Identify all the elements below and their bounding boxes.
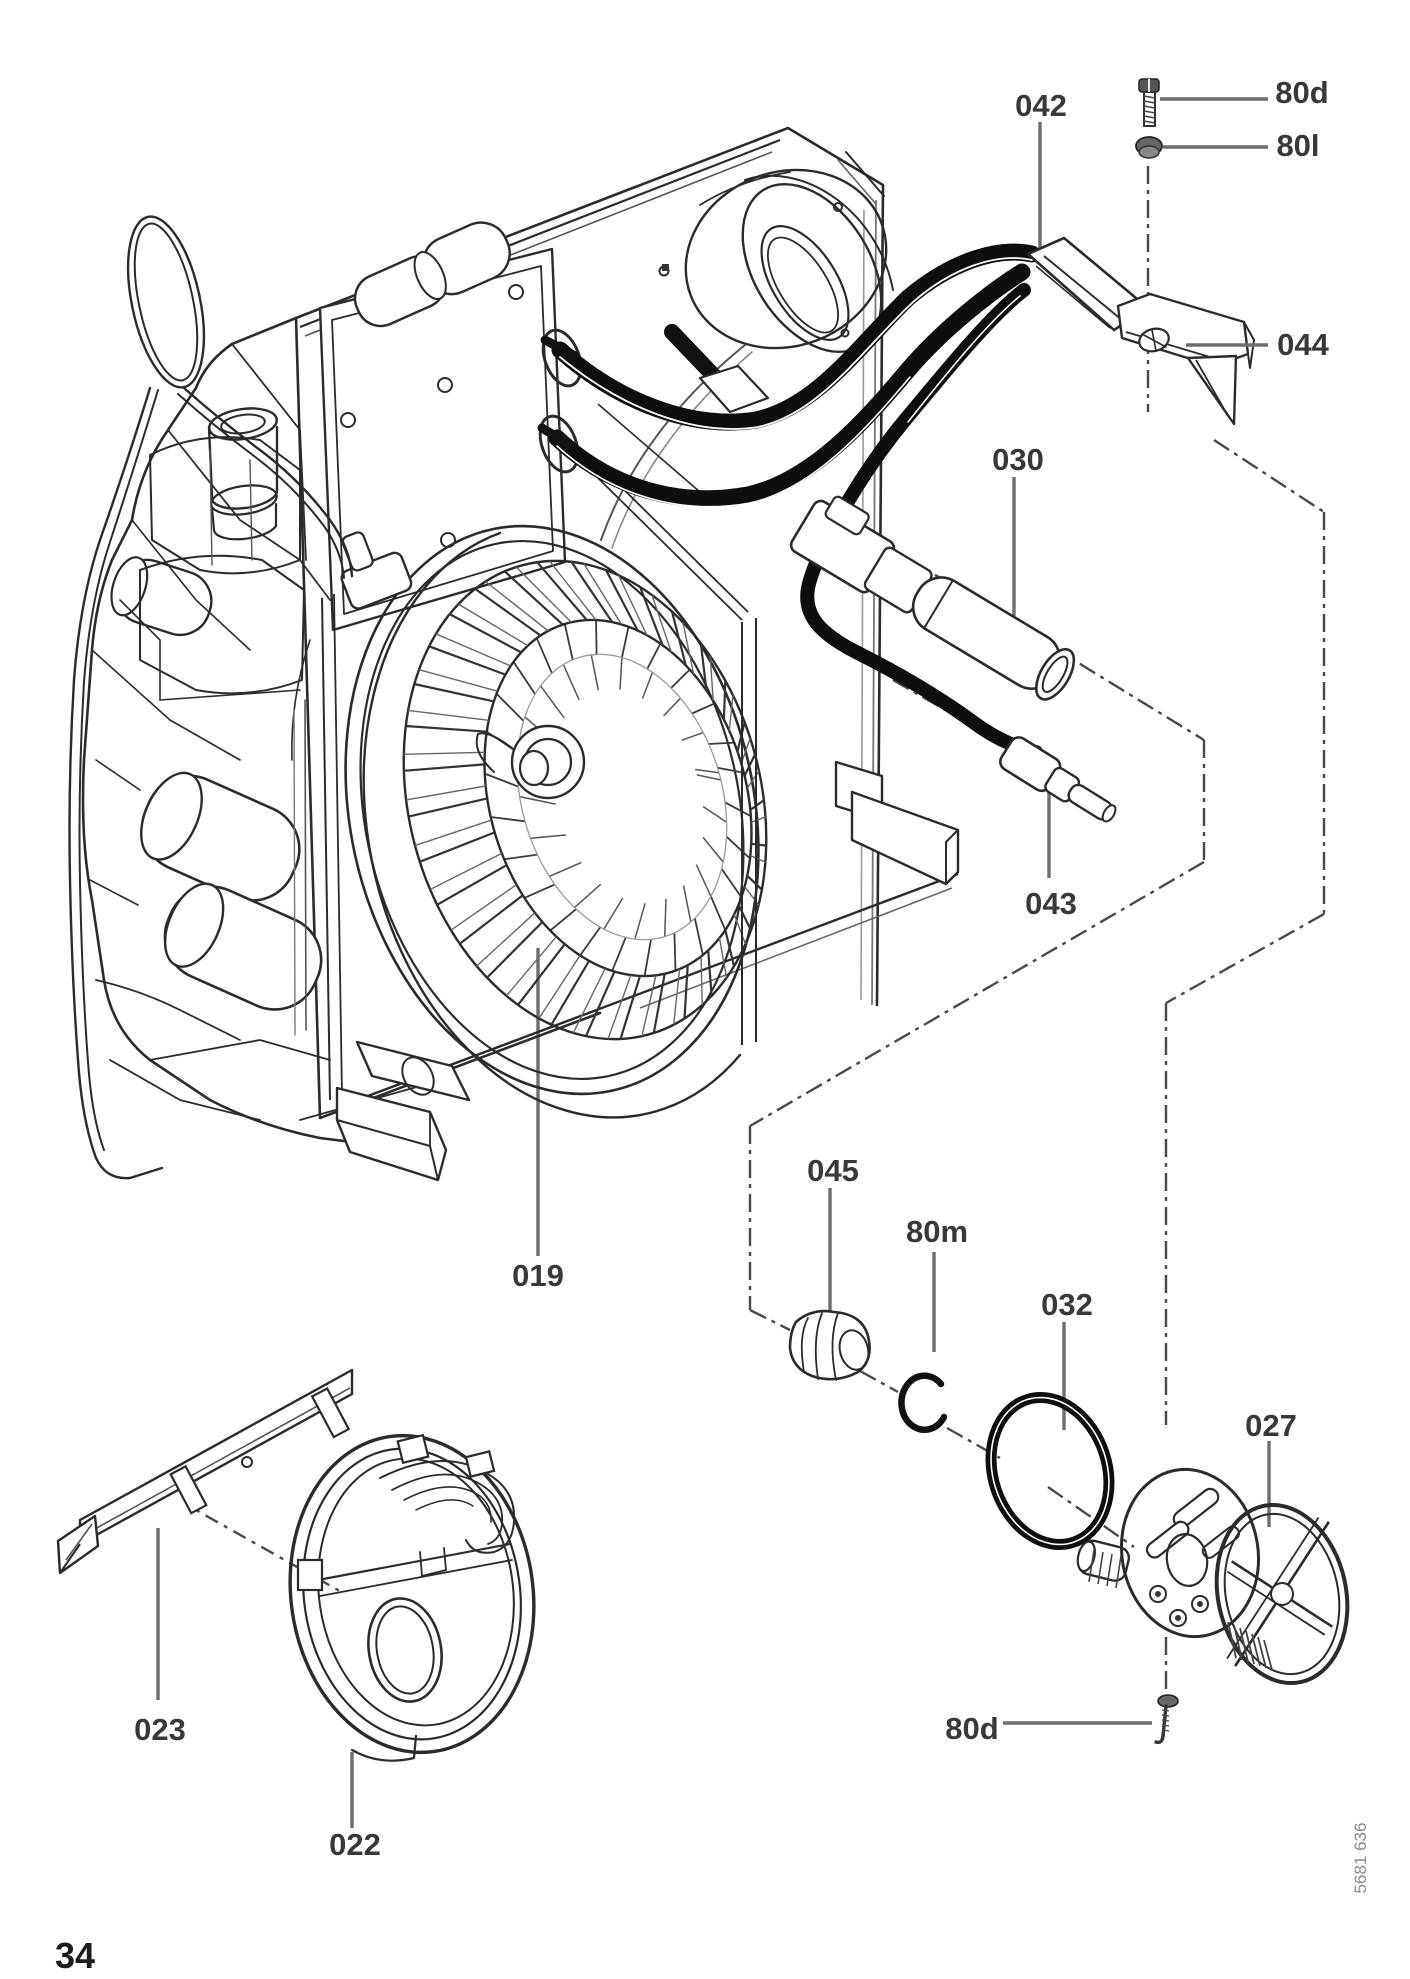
svg-text:80m: 80m: [906, 1214, 968, 1249]
svg-text:80d: 80d: [1275, 75, 1328, 110]
svg-text:019: 019: [512, 1258, 564, 1293]
svg-text:022: 022: [329, 1827, 381, 1862]
svg-text:34: 34: [55, 1935, 95, 1976]
svg-text:80d: 80d: [945, 1711, 998, 1746]
svg-text:5681 636: 5681 636: [1351, 1823, 1370, 1894]
svg-text:030: 030: [992, 442, 1044, 477]
svg-text:044: 044: [1277, 327, 1329, 362]
svg-text:023: 023: [134, 1712, 186, 1747]
svg-text:027: 027: [1245, 1408, 1297, 1443]
svg-text:045: 045: [807, 1153, 859, 1188]
svg-text:042: 042: [1015, 88, 1067, 123]
svg-text:032: 032: [1041, 1287, 1093, 1322]
svg-text:043: 043: [1025, 886, 1077, 921]
svg-text:80l: 80l: [1276, 128, 1319, 163]
